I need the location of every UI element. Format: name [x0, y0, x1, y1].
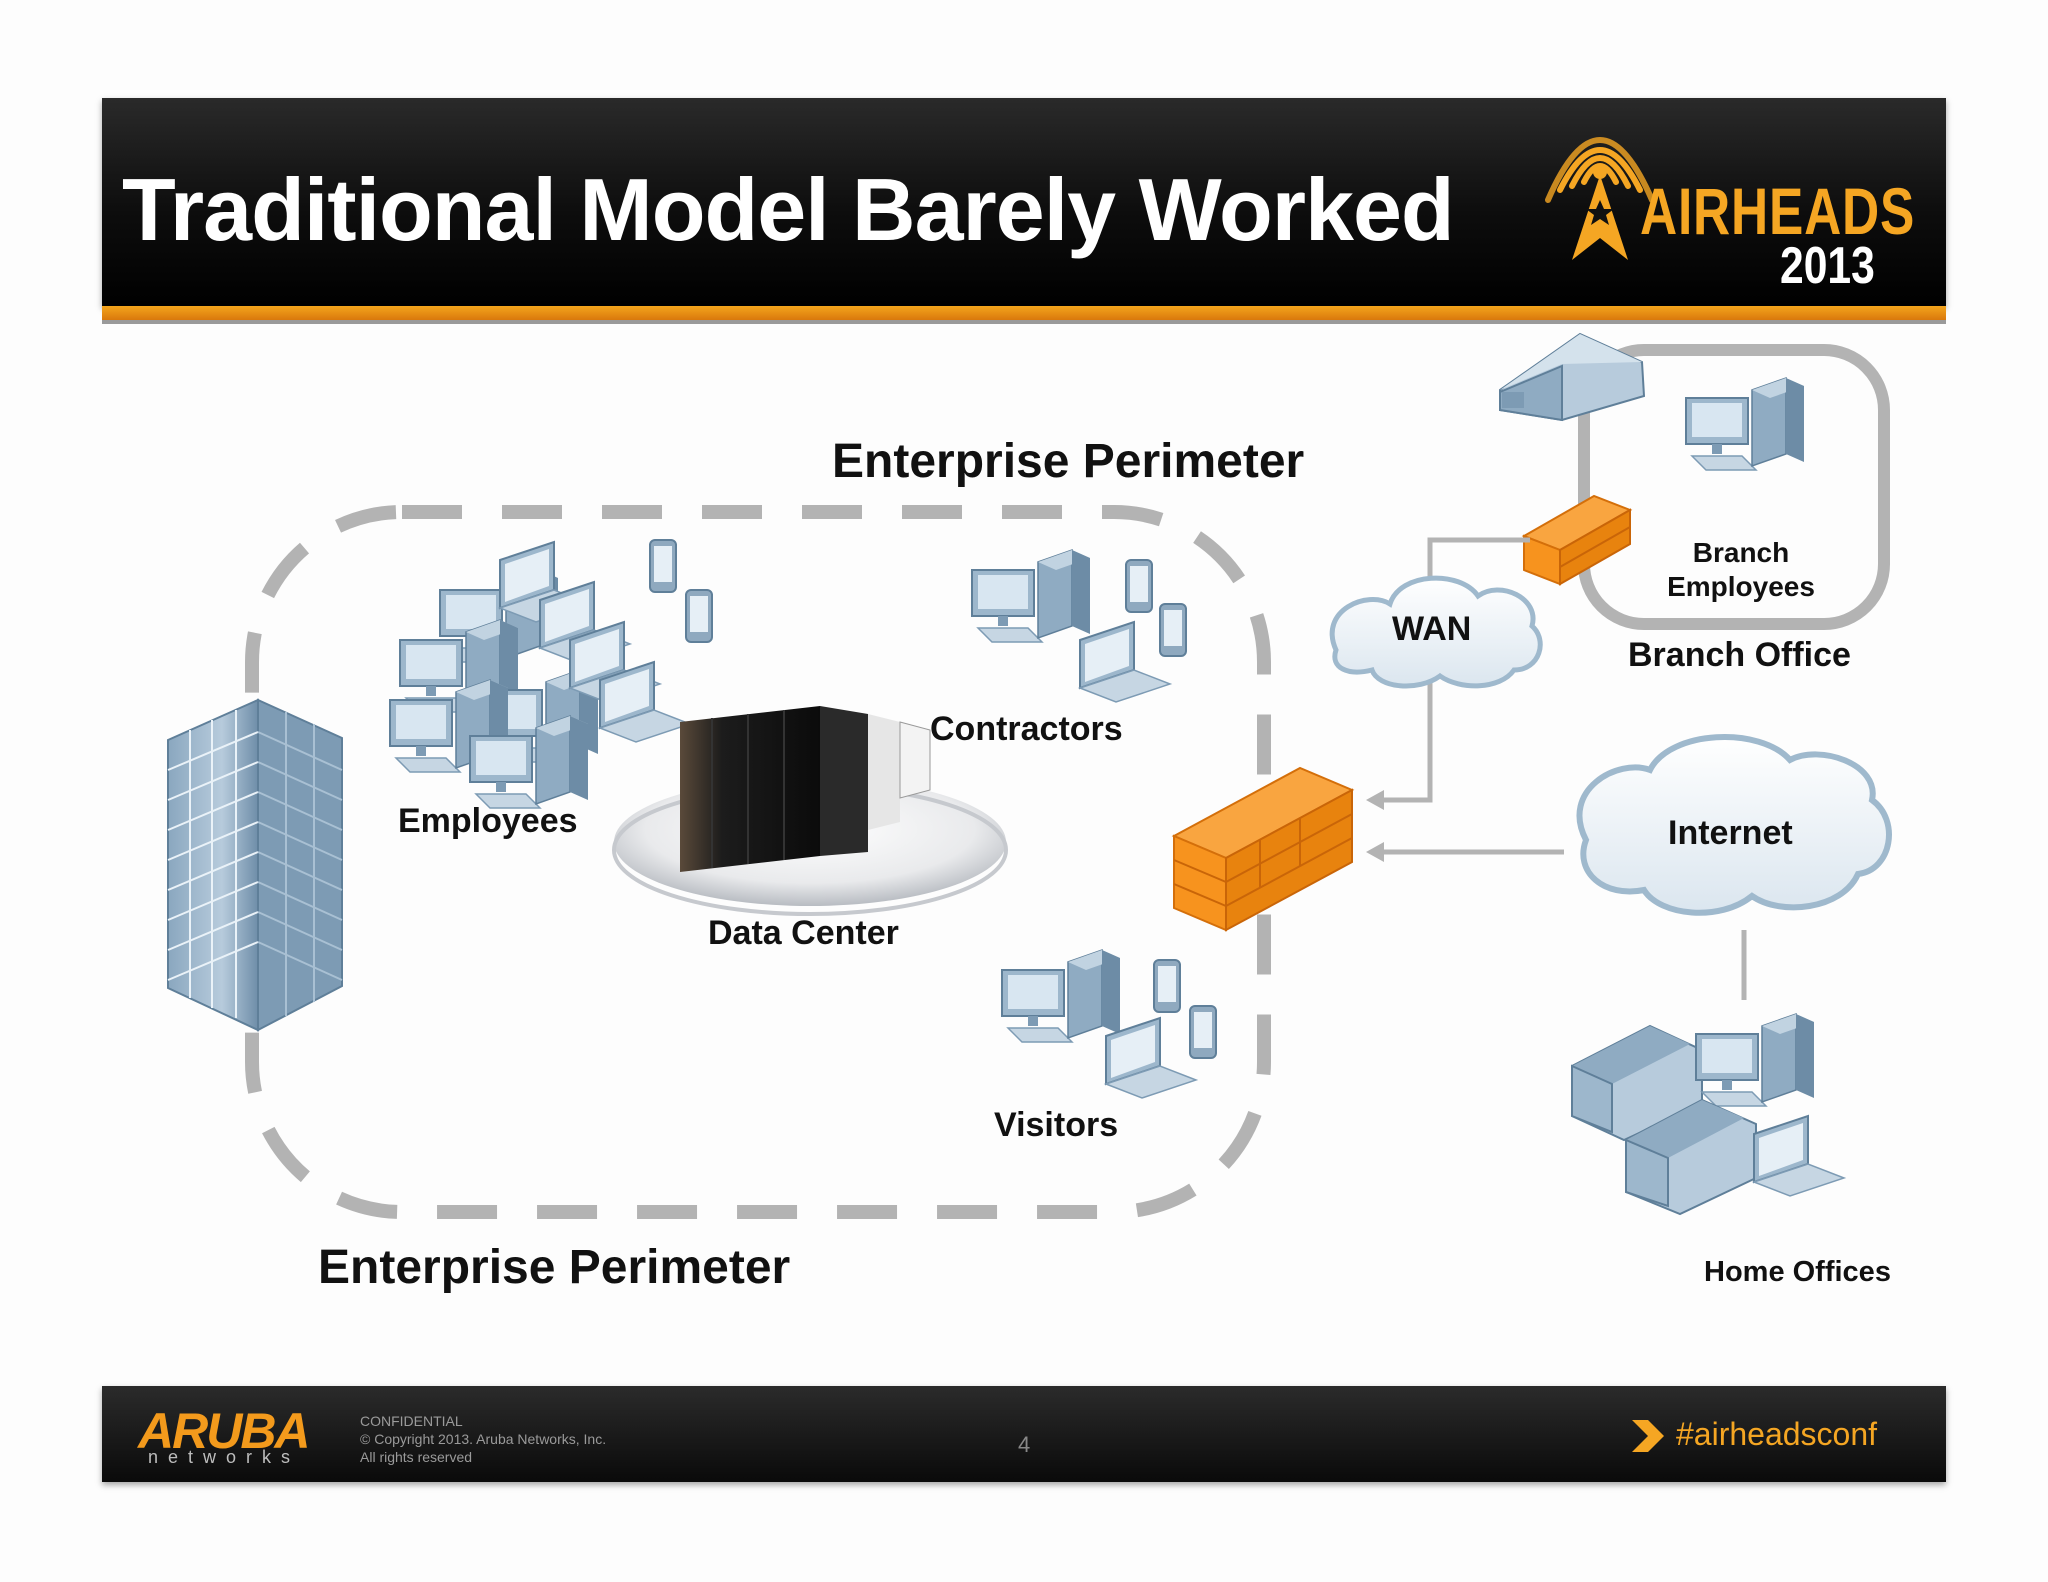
branch-building-icon — [1499, 332, 1646, 422]
firewall-icon — [1171, 766, 1355, 932]
home-offices-icons — [1571, 1013, 1845, 1216]
wan-cloud-icon — [1329, 575, 1543, 689]
perimeter-label-bottom: Enterprise Perimeter — [318, 1241, 791, 1294]
branch-employees-line2: Employees — [1667, 571, 1815, 602]
perimeter-label-top: Enterprise Perimeter — [832, 435, 1305, 488]
internet-cloud-icon — [1576, 734, 1892, 916]
employees-label: Employees — [398, 802, 578, 840]
building-icon — [167, 698, 343, 1032]
header-accent-stripe — [102, 306, 1946, 320]
chevron-right-icon — [1632, 1420, 1664, 1452]
copyright-block: CONFIDENTIAL © Copyright 2013. Aruba Net… — [360, 1412, 606, 1466]
employees-devices — [389, 539, 713, 809]
contractors-label: Contractors — [930, 710, 1123, 748]
branch-firewall-icon — [1521, 494, 1633, 586]
wan-label: WAN — [1392, 610, 1472, 648]
hashtag-link[interactable]: #airheadsconf — [1676, 1416, 1878, 1452]
header-divider — [102, 320, 1946, 324]
datacenter-icon — [612, 706, 1008, 916]
event-year: 2013 — [1780, 237, 1875, 295]
data-center-label: Data Center — [708, 914, 899, 952]
event-name: AIRHEADS — [1640, 174, 1916, 248]
header-bar — [102, 98, 1946, 306]
branch-office-boundary — [1578, 344, 1890, 630]
page-number: 4 — [1018, 1432, 1031, 1457]
house-icon — [1571, 1024, 1703, 1142]
arrow-icon — [1366, 790, 1384, 810]
branch-employees-label: Branch Employees — [1646, 536, 1836, 604]
airheads-tower-icon — [1545, 137, 1655, 260]
visitors-label: Visitors — [994, 1106, 1119, 1144]
contractors-devices — [971, 549, 1187, 703]
slide-title: Traditional Model Barely Worked — [122, 160, 1455, 259]
home-offices-label: Home Offices — [1704, 1256, 1891, 1288]
visitors-devices — [1001, 949, 1217, 1099]
aruba-logo-subtitle: networks — [148, 1447, 301, 1467]
aruba-logo: ARUBA — [138, 1403, 311, 1459]
house-icon — [1625, 1098, 1757, 1216]
arrow-icon — [1366, 842, 1384, 862]
confidential-text: CONFIDENTIAL — [360, 1413, 463, 1429]
rights-text: All rights reserved — [360, 1449, 473, 1465]
footer-bar — [102, 1386, 1946, 1482]
branch-computer-icon — [1685, 377, 1805, 471]
branch-employees-line1: Branch — [1692, 537, 1790, 568]
internet-label: Internet — [1668, 814, 1793, 852]
copyright-text: © Copyright 2013. Aruba Networks, Inc. — [360, 1431, 607, 1447]
branch-office-label: Branch Office — [1628, 636, 1851, 674]
